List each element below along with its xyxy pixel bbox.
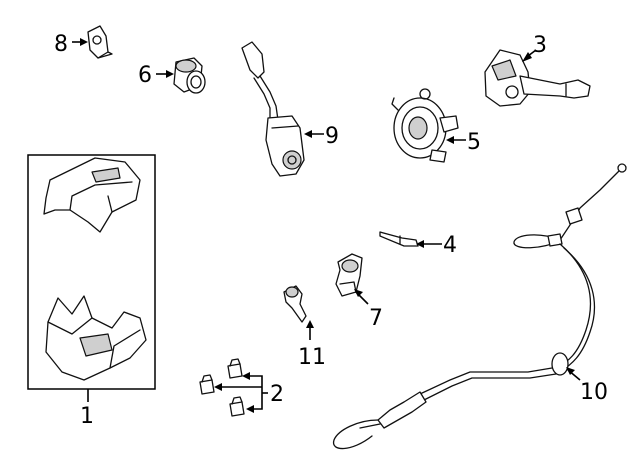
callout-3: 3	[533, 33, 547, 58]
part-2-screws: 2	[199, 358, 284, 417]
part-1-group-box	[27, 154, 156, 390]
callout-2: 2	[270, 382, 284, 407]
callout-10: 10	[580, 380, 608, 405]
callout-6: 6	[138, 63, 152, 88]
part-4-pin: 4	[379, 231, 457, 258]
part-9-shift-lever: 9	[241, 41, 339, 177]
part-7-bracket: 7	[335, 253, 383, 331]
callout-9: 9	[325, 124, 339, 149]
callout-7: 7	[369, 306, 383, 331]
part-1-column-shroud: 1	[27, 154, 156, 429]
part-6-lock-cylinder: 6	[138, 57, 206, 94]
callout-1: 1	[80, 404, 94, 429]
callout-8: 8	[54, 32, 68, 57]
callout-11: 11	[298, 345, 326, 370]
part-8-clip: 8	[54, 25, 113, 59]
part-10-shift-cable: 10	[333, 163, 627, 450]
callout-4: 4	[443, 233, 457, 258]
part-11-pivot: 11	[283, 285, 326, 370]
part-5-clockspring: 5	[391, 88, 481, 163]
callout-5: 5	[467, 130, 481, 155]
part-3-multifunction-switch: 3	[484, 33, 591, 107]
